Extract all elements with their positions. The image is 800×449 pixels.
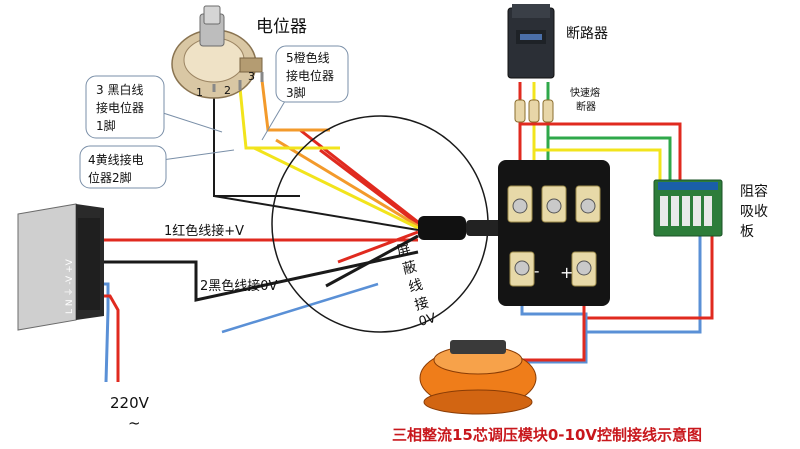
label-shield-3: 线	[407, 277, 425, 296]
label-snubber-2: 吸收	[740, 204, 768, 220]
label-pin2: 2	[224, 84, 231, 97]
label-potentiometer: 电位器	[256, 17, 307, 37]
thyristor-module	[498, 160, 610, 306]
label-shield-1: 屏	[395, 241, 413, 260]
label-snubber-1: 阻容	[740, 183, 768, 200]
callout-wire3-2: 接电位器	[96, 100, 144, 115]
wire-pot-pin2-yellow	[238, 87, 340, 150]
label-shield-5: 0V	[417, 311, 438, 330]
callout-leader-wire5	[261, 95, 289, 141]
callout-box-wire3	[85, 75, 165, 139]
wire-yellow-fan	[253, 146, 419, 230]
wire-orange-fan	[275, 138, 419, 228]
wire-yellow-to-snubber	[534, 148, 662, 185]
wire-red-to-snubber	[520, 122, 682, 185]
label-tilde: ~	[128, 414, 141, 432]
callout-wire5-3: 3脚	[286, 85, 306, 100]
wire-blue-shield	[221, 282, 379, 334]
power-supply	[17, 203, 104, 331]
label-plus: +	[560, 263, 573, 282]
label-shield-4: 接	[413, 294, 431, 314]
load-heater	[419, 340, 537, 415]
label-snubber-3: 板	[740, 224, 754, 240]
label-voltage: 220V	[110, 394, 150, 412]
wire-out-plus	[518, 284, 586, 362]
label-breaker: 断路器	[566, 26, 608, 42]
callout-wire5-2: 接电位器	[286, 68, 334, 83]
callout-box-wire4	[79, 145, 167, 189]
label-pin1: 1	[196, 86, 203, 99]
diagram-title: 三相整流15芯调压模块0-10V控制接线示意图	[392, 426, 702, 444]
wire-green-to-snubber	[548, 136, 672, 185]
callout-wire4-2: 位器2脚	[88, 170, 132, 185]
fast-fuses	[514, 99, 554, 123]
circuit-breaker	[507, 4, 555, 79]
snubber-board	[653, 179, 723, 237]
callout-wire4-1: 4黄线接电	[88, 152, 144, 167]
label-wire2: 2黑色线接0V	[200, 278, 278, 294]
callout-leader-wire4	[161, 149, 235, 161]
label-pin3: 3	[248, 70, 255, 83]
callout-leader-wire3	[159, 111, 223, 133]
wire-pot-pin1-bw	[213, 90, 300, 197]
label-wire1: 1红色线接+V	[164, 223, 244, 239]
callout-wire5-1: 5橙色线	[286, 50, 330, 65]
wire-red-fan-2	[319, 148, 419, 226]
label-psu-terminals: L N ⏚ -V +V	[64, 258, 75, 314]
wire-blackwhite-fan	[213, 195, 419, 231]
wire-black-psu	[98, 250, 419, 302]
callout-box-wire5	[275, 45, 349, 103]
cable-bundle	[418, 216, 466, 240]
label-fuse-1: 快速熔	[570, 86, 600, 99]
label-fuse-2: 断器	[576, 100, 596, 113]
wire-snubber-red	[586, 230, 714, 320]
potentiometer	[171, 5, 264, 99]
wire-snubber-blue	[586, 230, 702, 334]
label-minus: -	[534, 262, 539, 280]
callout-wire3-1: 3 黑白线	[96, 82, 143, 97]
label-shield-2: 蔽	[401, 259, 419, 278]
wire-red-fan-3	[337, 230, 419, 264]
wire-black-fan	[325, 234, 419, 288]
wire-red-fan-1	[299, 128, 419, 224]
callout-wire3-3: 1脚	[96, 118, 116, 133]
